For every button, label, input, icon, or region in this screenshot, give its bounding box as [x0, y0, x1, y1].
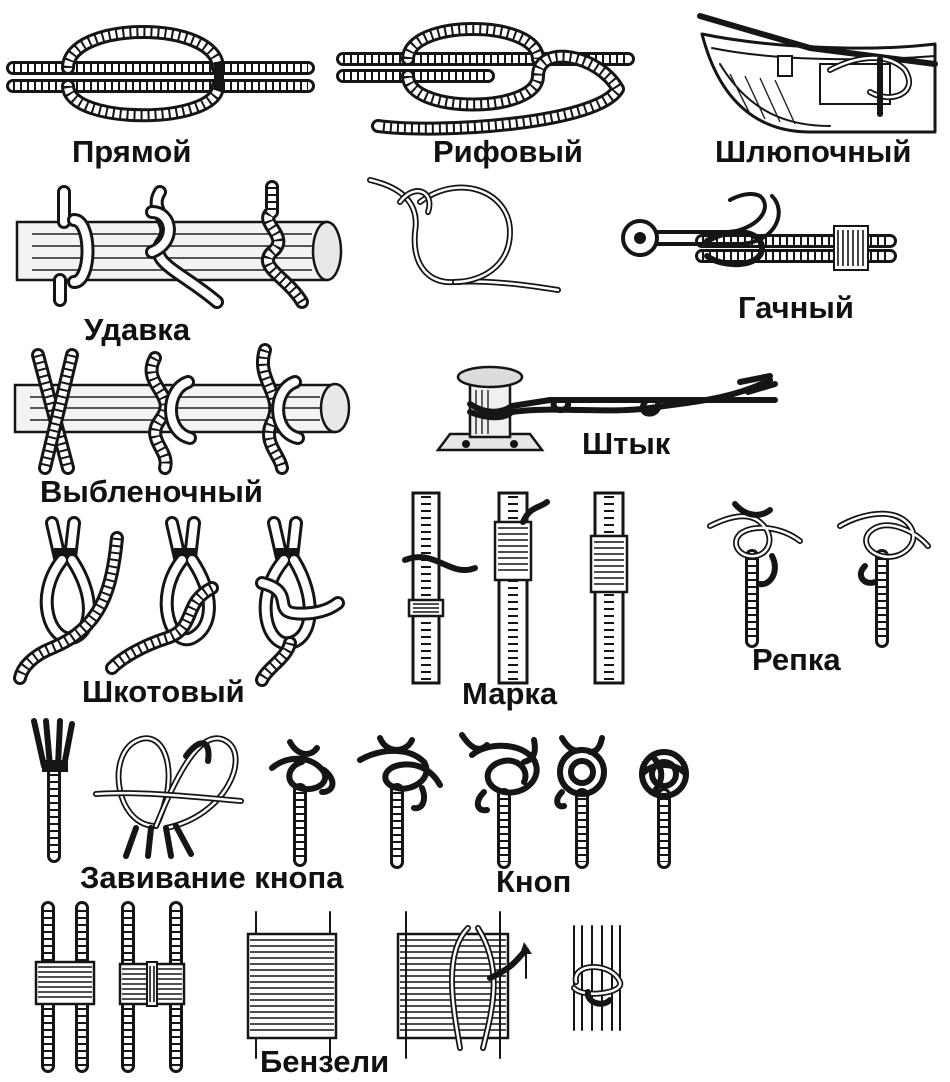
- clove-hitch-illustration: [10, 343, 355, 475]
- seizing-wrap-illustration: [238, 908, 538, 1066]
- blackwall-hitch-illustration: [612, 186, 897, 286]
- label-pryamoy: Прямой: [72, 134, 192, 169]
- racking-seizing-illustration: [562, 922, 634, 1034]
- label-udavka: Удавка: [84, 312, 191, 347]
- reef-knot-illustration: [336, 14, 638, 136]
- timber-hitch-loop-illustration: [360, 172, 565, 307]
- wall-knot-illustration: [700, 496, 935, 648]
- label-marka: Марка: [462, 676, 558, 711]
- label-shtyk: Штык: [582, 426, 671, 461]
- seizing-illustration: [30, 901, 200, 1073]
- timber-hitch-illustration: [12, 180, 352, 312]
- label-benzeli: Бензели: [260, 1044, 390, 1079]
- label-rifovy: Рифовый: [433, 134, 583, 169]
- square-knot-illustration: [6, 10, 318, 130]
- label-repka: Репка: [752, 642, 841, 677]
- label-shkotovy: Шкотовый: [82, 674, 245, 709]
- bollard-hitch-illustration: [430, 362, 785, 462]
- crown-knot-steps-illustration: [262, 730, 702, 869]
- label-gachny: Гачный: [738, 290, 854, 325]
- sheet-bend-illustration: [12, 516, 345, 687]
- label-zavivanie: Завивание кнопа: [80, 860, 344, 895]
- label-vyblenochny: Выбленочный: [40, 474, 263, 509]
- whipping-illustration: [395, 488, 660, 688]
- crown-knot-illustration: [26, 716, 251, 863]
- label-knop: Кноп: [496, 864, 572, 899]
- boat-knot-illustration: [690, 4, 940, 134]
- label-shlyupochny: Шлюпочный: [715, 134, 912, 169]
